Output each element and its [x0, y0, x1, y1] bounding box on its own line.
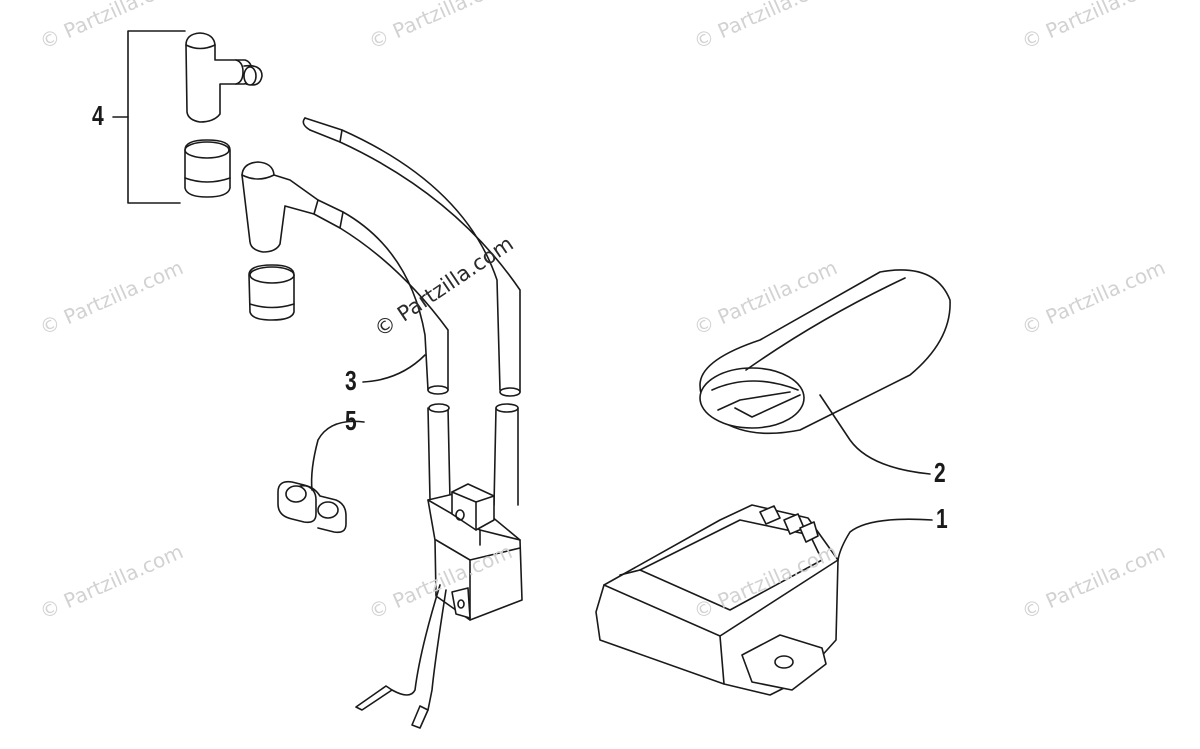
spark-plug-boot-upper — [184, 139, 231, 198]
protective-sleeve — [699, 269, 951, 435]
leader-lines — [310, 354, 933, 561]
spark-plug-boot-lower — [248, 264, 295, 321]
callout-4: 4 — [92, 100, 104, 131]
callout-4-bracket — [112, 30, 186, 204]
callout-2: 2 — [934, 457, 946, 488]
spark-plug-wires — [302, 117, 521, 506]
callout-3: 3 — [345, 365, 357, 396]
spark-plug-cap-upper — [185, 32, 263, 123]
callout-1: 1 — [936, 503, 948, 534]
spark-plug-cap-lower — [241, 161, 319, 253]
callout-5: 5 — [345, 405, 357, 436]
cdi-module — [595, 504, 839, 696]
ignition-coil — [355, 483, 523, 729]
